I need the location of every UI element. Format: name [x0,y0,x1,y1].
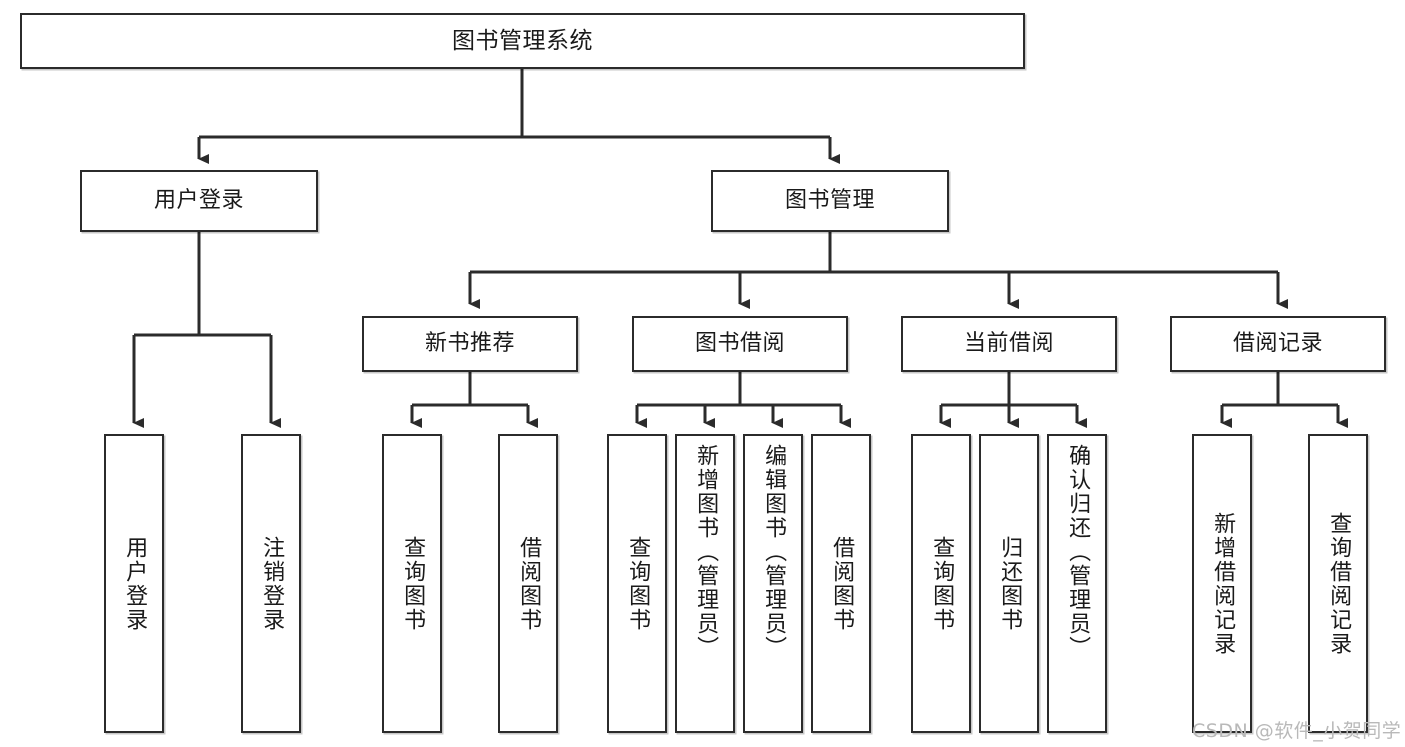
node-book-borrow[interactable]: 图书借阅 [632,316,848,372]
node-root-system[interactable]: 图书管理系统 [20,13,1025,69]
node-label: 查询图书 [625,535,651,632]
leaf-logout[interactable]: 注销登录 [241,434,301,733]
node-label: 查询图书 [400,535,426,632]
node-label: 图书管理系统 [452,27,593,54]
leaf-query-borrow-record[interactable]: 查询借阅记录 [1308,434,1368,733]
node-label: 归还图书 [997,535,1023,632]
node-label: 确认归还（管理员） [1065,444,1091,660]
node-label: 编辑图书（管理员） [761,444,787,660]
leaf-query-book-recommend[interactable]: 查询图书 [382,434,442,733]
leaf-edit-book-admin[interactable]: 编辑图书（管理员） [743,434,803,733]
leaf-query-book-borrow[interactable]: 查询图书 [607,434,667,733]
node-new-book-recommend[interactable]: 新书推荐 [362,316,578,372]
leaf-add-book-admin[interactable]: 新增图书（管理员） [675,434,735,733]
node-label: 新书推荐 [424,330,515,356]
csdn-watermark: CSDN @软件_小贺同学 [1192,720,1402,742]
node-label: 借阅记录 [1232,330,1323,356]
node-label: 当前借阅 [963,330,1054,356]
node-label: 查询图书 [929,535,955,632]
leaf-return-book[interactable]: 归还图书 [979,434,1039,733]
leaf-borrow-book[interactable]: 借阅图书 [811,434,871,733]
node-book-management[interactable]: 图书管理 [711,170,949,232]
leaf-confirm-return-admin[interactable]: 确认归还（管理员） [1047,434,1107,733]
node-label: 新增图书（管理员） [693,444,719,660]
node-label: 图书管理 [784,187,875,213]
node-label: 借阅图书 [829,535,855,632]
node-label: 图书借阅 [694,330,785,356]
node-user-login[interactable]: 用户登录 [80,170,318,232]
node-label: 借阅图书 [516,535,542,632]
leaf-user-login[interactable]: 用户登录 [104,434,164,733]
node-label: 新增借阅记录 [1210,511,1236,656]
node-label: 用户登录 [122,535,148,632]
leaf-add-borrow-record[interactable]: 新增借阅记录 [1192,434,1252,733]
node-label: 用户登录 [153,187,244,213]
node-current-borrow[interactable]: 当前借阅 [901,316,1117,372]
node-label: 注销登录 [259,535,285,632]
leaf-borrow-book-recommend[interactable]: 借阅图书 [498,434,558,733]
node-borrow-records[interactable]: 借阅记录 [1170,316,1386,372]
node-label: 查询借阅记录 [1326,511,1352,656]
leaf-query-book-current[interactable]: 查询图书 [911,434,971,733]
